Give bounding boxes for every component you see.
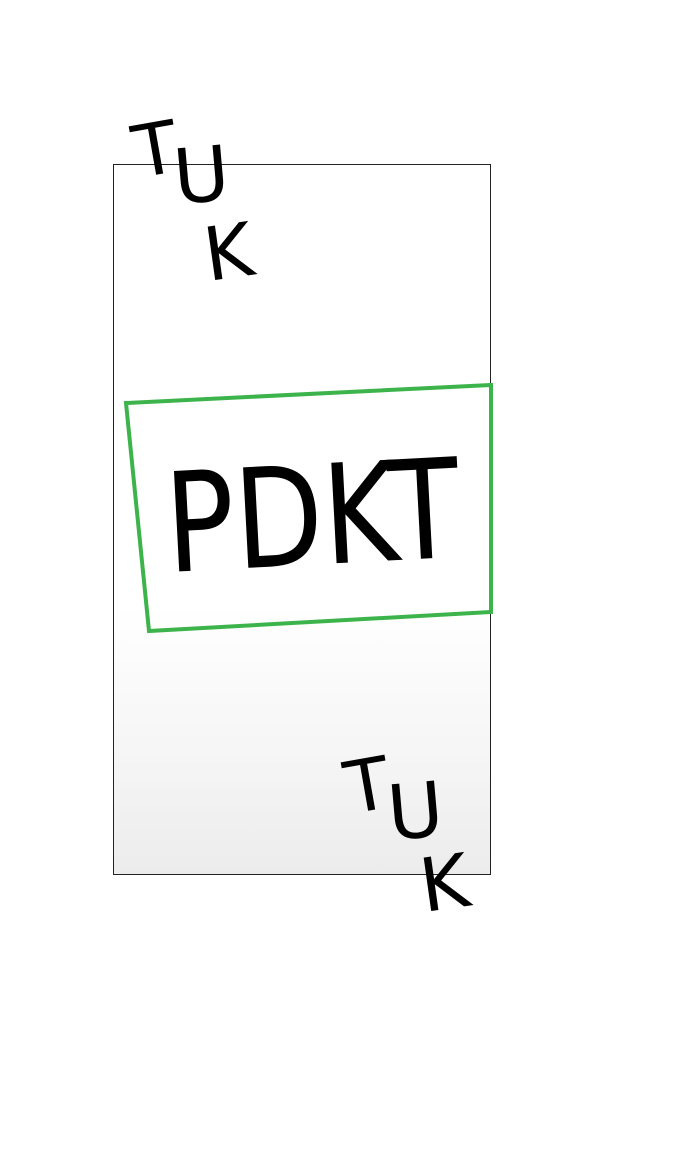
comic-panel: [113, 164, 491, 875]
